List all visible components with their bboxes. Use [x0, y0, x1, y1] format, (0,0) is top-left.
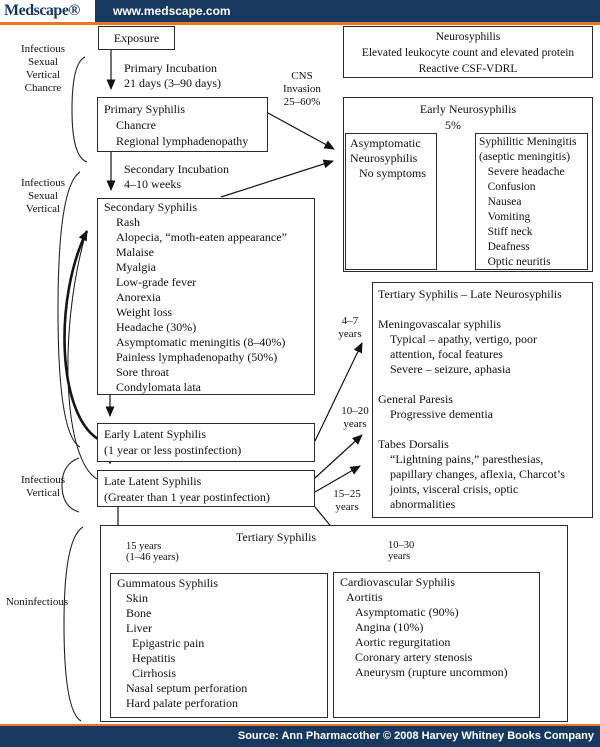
arrow-secondary-to-asymptomatic: [220, 159, 334, 198]
arrow-relapse-earlylatent-to-secondary: [63, 230, 99, 441]
side-label-infectious-vertical: Infectious Vertical: [21, 474, 65, 499]
secondary-incubation-label: Secondary Incubation 4–10 weeks: [124, 162, 229, 191]
years-10-30-label: 10–30 years: [388, 540, 415, 562]
footer-source: Source: Ann Pharmacother © 2008 Harvey W…: [237, 730, 594, 742]
tertiary-syphilis-title: Tertiary Syphilis: [235, 530, 317, 544]
orange-rule-top: [0, 22, 600, 25]
side-label-infectious-sexual-vertical-chancre: Infectious Sexual Vertical Chancre: [21, 43, 65, 94]
footer-bar: Source: Ann Pharmacother © 2008 Harvey W…: [0, 726, 600, 747]
years-15-1-46-label: 15 years (1–46 years): [126, 541, 179, 563]
cns-invasion-label: CNS Invasion 25–60%: [283, 70, 321, 108]
primary-syphilis-box: Primary Syphilis Chancre Regional lympha…: [97, 97, 268, 152]
brace-noninfectious: [63, 526, 84, 722]
early-latent-box: Early Latent Syphilis (1 year or less po…: [97, 423, 315, 462]
years-15-25-label: 15–25 years: [333, 488, 361, 513]
early-neurosyphilis-title: Early Neurosyphilis: [419, 102, 517, 116]
medscape-logo: Medscape®: [4, 2, 80, 19]
side-label-infectious-sexual-vertical: Infectious Sexual Vertical: [21, 177, 65, 215]
cardiovascular-syphilis-box: Cardiovascular Syphilis Aortitis Asympto…: [333, 572, 540, 718]
arrow-latelatent-to-lateneuro-1: [314, 434, 363, 479]
exposure-box: Exposure: [98, 26, 175, 50]
late-neurosyphilis-box: Tertiary Syphilis – Late Neurosyphilis M…: [372, 282, 593, 518]
late-latent-box: Late Latent Syphilis (Greater than 1 yea…: [97, 470, 315, 507]
primary-incubation-label: Primary Incubation 21 days (3–90 days): [124, 61, 221, 90]
years-4-7-label: 4–7 years: [338, 315, 362, 340]
header-url: www.medscape.com: [113, 4, 231, 18]
brace-infectious1: [71, 56, 88, 163]
secondary-syphilis-box: Secondary Syphilis Rash Alopecia, “moth-…: [97, 198, 315, 395]
arrow-primary-to-asymptomatic: [267, 112, 335, 150]
syphilitic-meningitis-box: Syphilitic Meningitis (aseptic meningiti…: [475, 133, 588, 270]
five-percent-label: 5%: [445, 118, 461, 132]
neurosyphilis-box: Neurosyphilis Elevated leukocyte count a…: [343, 26, 593, 78]
gummatous-syphilis-box: Gummatous Syphilis Skin Bone Liver Epiga…: [110, 573, 328, 718]
side-label-noninfectious: Noninfectious: [5, 596, 69, 608]
orange-rule-bottom: [0, 724, 600, 726]
header-bar: www.medscape.com: [95, 0, 600, 22]
years-10-20-label: 10–20 years: [341, 405, 369, 430]
asymptomatic-neurosyphilis-box: Asymptomatic Neurosyphilis No symptoms: [345, 133, 437, 270]
line-relapse-latelatent-to-secondary: [67, 239, 98, 480]
